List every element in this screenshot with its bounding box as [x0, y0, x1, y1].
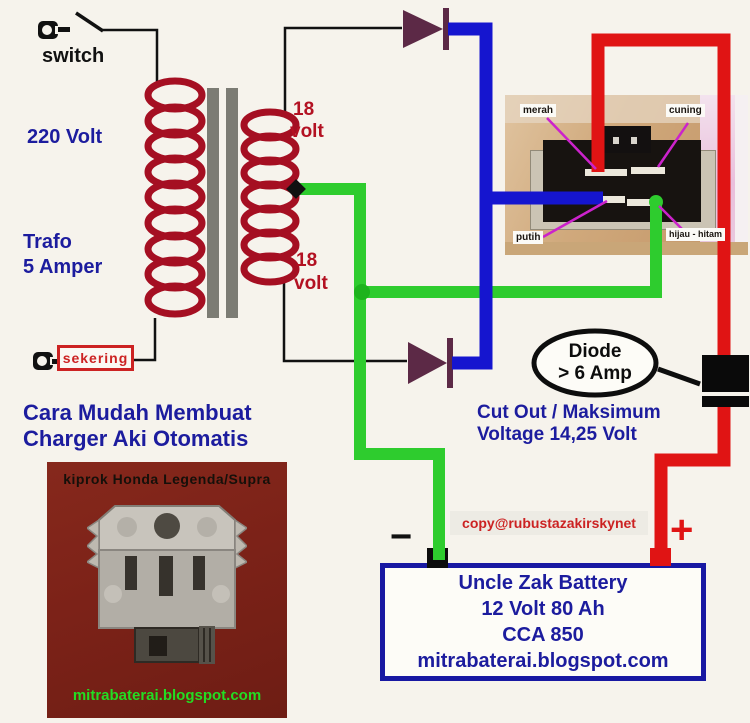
secondary-top-voltage-num: 18 [293, 99, 315, 120]
battery-cca: CCA 850 [502, 624, 584, 646]
battery-spec: 12 Volt 80 Ah [481, 598, 605, 620]
transformer-primary-coil [144, 77, 206, 318]
connector-pin [585, 169, 627, 176]
fuse-label: sekering [62, 350, 129, 366]
wire-blue-diode-loop [448, 22, 493, 370]
connector-tab [596, 126, 651, 153]
plus-sign: + [670, 508, 694, 552]
wire-green-centertap-to-battery [297, 183, 445, 560]
kiprok-photo: kiprok Honda Legenda/Supra mitrabaterai.… [47, 462, 287, 718]
kiprok-photo-title: kiprok Honda Legenda/Supra [63, 471, 271, 487]
fuse-terminal-icon [33, 352, 60, 370]
green-junction [354, 284, 370, 300]
pin-label-merah: merah [520, 104, 557, 117]
connector-detail [613, 137, 619, 144]
power-diode-block [702, 355, 749, 407]
connector-pin [627, 199, 662, 206]
switch-terminal-icon [38, 21, 70, 39]
battery-url: mitrabaterai.blogspot.com [417, 650, 669, 672]
wire-fuse-to-primary [134, 318, 157, 362]
diode-callout-text: Diode > 6 Amp [537, 341, 653, 385]
minus-sign: − [390, 516, 413, 558]
wire-switch-to-primary [102, 28, 159, 83]
cutout-text-line1: Cut Out / Maksimum [477, 402, 661, 423]
battery-name: Uncle Zak Battery [458, 572, 628, 594]
switch-label: switch [42, 45, 105, 67]
fuse-box: sekering [57, 345, 134, 371]
switch-lever [75, 11, 104, 33]
diode-callout-line2: > 6 Amp [558, 363, 632, 384]
pin-label-hijau-hitam: hijau - hitam [666, 228, 726, 241]
centertap-node [286, 179, 306, 199]
callout-pointer-line [657, 366, 701, 387]
pin-label-cuning: cuning [666, 104, 705, 117]
secondary-bottom-voltage-num: 18 [296, 250, 318, 271]
kiprok-heatsink-image [87, 505, 247, 664]
cutout-text-line2: Voltage 14,25 Volt [477, 424, 637, 445]
diode-bottom [408, 338, 453, 388]
battery-box: Uncle Zak Battery 12 Volt 80 Ah CCA 850 … [380, 563, 706, 681]
transformer-core [207, 88, 238, 318]
copyright-text: copy@rubustazakirskynet [450, 511, 648, 535]
kiprok-photo-url: mitrabaterai.blogspot.com [72, 687, 262, 704]
connector-pin [599, 196, 625, 203]
connector-detail [631, 137, 637, 144]
trafo-label-line2: 5 Amper [23, 256, 103, 278]
connector-photo-bg [735, 95, 748, 255]
diode-callout-line1: Diode [568, 341, 622, 362]
trafo-label-line1: Trafo [23, 231, 72, 253]
page-title-line2: Charger Aki Otomatis [23, 426, 249, 451]
secondary-bottom-voltage-unit: volt [294, 273, 328, 294]
pin-label-putih: putih [513, 231, 544, 244]
page-title-line1: Cara Mudah Membuat [23, 400, 252, 425]
diode-top [403, 8, 449, 50]
secondary-top-voltage-unit: volt [290, 121, 324, 142]
transformer-secondary-coil [240, 108, 300, 286]
primary-voltage-label: 220 Volt [27, 126, 103, 148]
black-wires [102, 26, 407, 363]
connector-pin [631, 167, 665, 174]
